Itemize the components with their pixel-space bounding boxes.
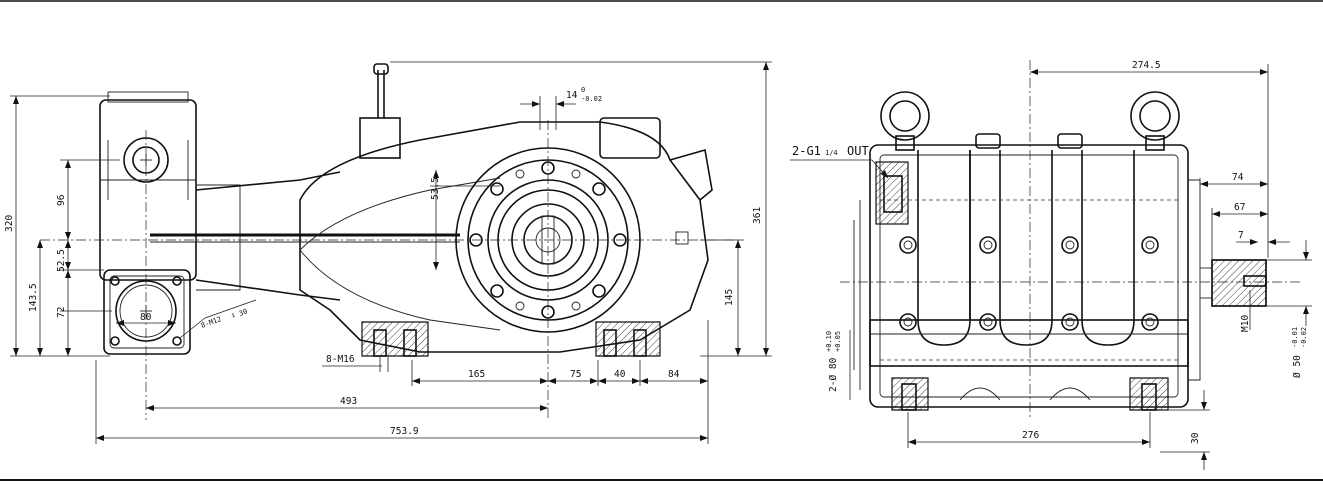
- dim-flange-80: 80: [140, 312, 152, 323]
- dim-84: 84: [668, 369, 680, 380]
- end-view: 274.5 74 67 7 Ø 50 -0.01 -0.02 M10 276: [790, 60, 1312, 470]
- label-8-m12: 8-M12: [200, 315, 223, 330]
- label-shaft-dia: Ø 50: [1292, 355, 1303, 378]
- label-bore-lower: +0.05: [834, 331, 842, 352]
- dim-361: 361: [752, 207, 763, 224]
- dim-40: 40: [614, 369, 626, 380]
- side-vertical-dimensions: 320 96 52.5 72 143.5 80 8-M12 ↧ 30: [4, 95, 257, 357]
- dim-274-5: 274.5: [1132, 60, 1161, 71]
- side-right-dimensions: 361 145 53.5 14 0 -0.02: [390, 61, 772, 357]
- label-shaft-dia-lower: -0.02: [1300, 327, 1308, 348]
- dim-493: 493: [340, 396, 357, 407]
- label-bore-upper: +0.10: [825, 331, 833, 352]
- label-bore: 2-Ø 80: [828, 357, 839, 392]
- drive-shaft: [1200, 259, 1267, 307]
- connector-tube: [150, 171, 460, 301]
- dim-overall-length: 753.9: [390, 426, 419, 437]
- foot-bosses: [361, 321, 661, 357]
- dim-53-5: 53.5: [430, 177, 441, 200]
- dim-165: 165: [468, 369, 485, 380]
- dim-52-5: 52.5: [56, 249, 67, 272]
- depth-icon: ↧: [230, 311, 237, 320]
- label-shaft-dia-upper: -0.01: [1291, 327, 1299, 348]
- dim-276: 276: [1022, 430, 1039, 441]
- dim-75: 75: [570, 369, 581, 380]
- dim-96: 96: [56, 194, 67, 206]
- dim-145: 145: [724, 289, 735, 306]
- dim-30: 30: [1190, 432, 1201, 444]
- dim-143-5: 143.5: [28, 283, 39, 312]
- label-outlet-frac: 1/4: [825, 149, 838, 157]
- dim-72: 72: [56, 307, 67, 318]
- dim-14-upper-tol: 0: [581, 86, 585, 94]
- pump-head-body: [853, 133, 1201, 408]
- dim-320: 320: [4, 215, 15, 232]
- head-bolts: [899, 236, 1159, 331]
- label-depth-30: 30: [238, 307, 249, 317]
- dim-67: 67: [1234, 202, 1245, 213]
- outlet-port: [875, 161, 909, 225]
- end-foot-bosses: [891, 377, 1169, 411]
- side-view: 753.9 493 165 75 40 84 8-M16 320: [4, 61, 772, 444]
- label-8-m16: 8-M16: [326, 354, 355, 365]
- lifting-eyes: [880, 91, 1180, 151]
- label-outlet: 2-G1: [792, 144, 821, 158]
- dim-14-lower-tol: -0.02: [581, 95, 602, 103]
- side-horizontal-dimensions: 753.9 493 165 75 40 84 8-M16: [95, 320, 709, 444]
- manifold-block: [99, 91, 241, 291]
- dim-14-keyway: 14: [566, 90, 578, 101]
- label-outlet-suffix: OUT: [847, 144, 869, 158]
- dim-74: 74: [1232, 172, 1244, 183]
- label-m10: M10: [1240, 315, 1251, 332]
- end-view-dimensions: 274.5 74 67 7 Ø 50 -0.01 -0.02 M10 276: [790, 60, 1312, 470]
- dim-7: 7: [1238, 230, 1244, 241]
